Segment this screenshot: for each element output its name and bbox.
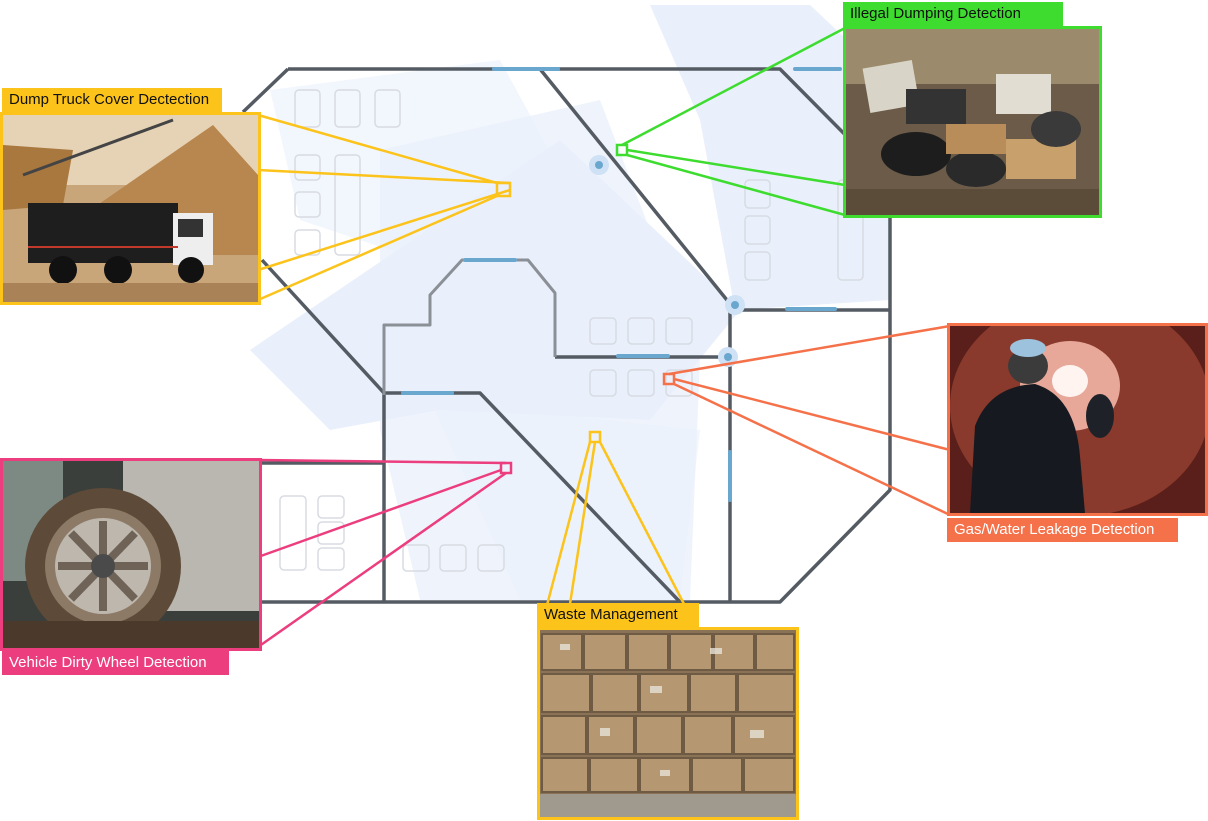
doors (401, 67, 842, 502)
illegal-dumping-photo (843, 26, 1102, 218)
muddy-wheel-photo (0, 458, 262, 651)
pipe-worker-photo (947, 323, 1208, 516)
gas-water-label: Gas/Water Leakage Detection (947, 518, 1178, 542)
camera-coverage-areas (250, 5, 890, 600)
baled-waste-photo (537, 627, 799, 820)
callout-leaders (257, 26, 951, 649)
dump-truck-label: Dump Truck Cover Dectection (2, 88, 222, 112)
interior-walls (382, 258, 557, 395)
dirty-wheel-label: Vehicle Dirty Wheel Detection (2, 651, 229, 675)
waste-label: Waste Management (537, 603, 699, 627)
camera-icons (589, 155, 745, 367)
illegal-dumping-label: Illegal Dumping Detection (843, 2, 1063, 26)
dump-truck-photo (0, 112, 261, 305)
